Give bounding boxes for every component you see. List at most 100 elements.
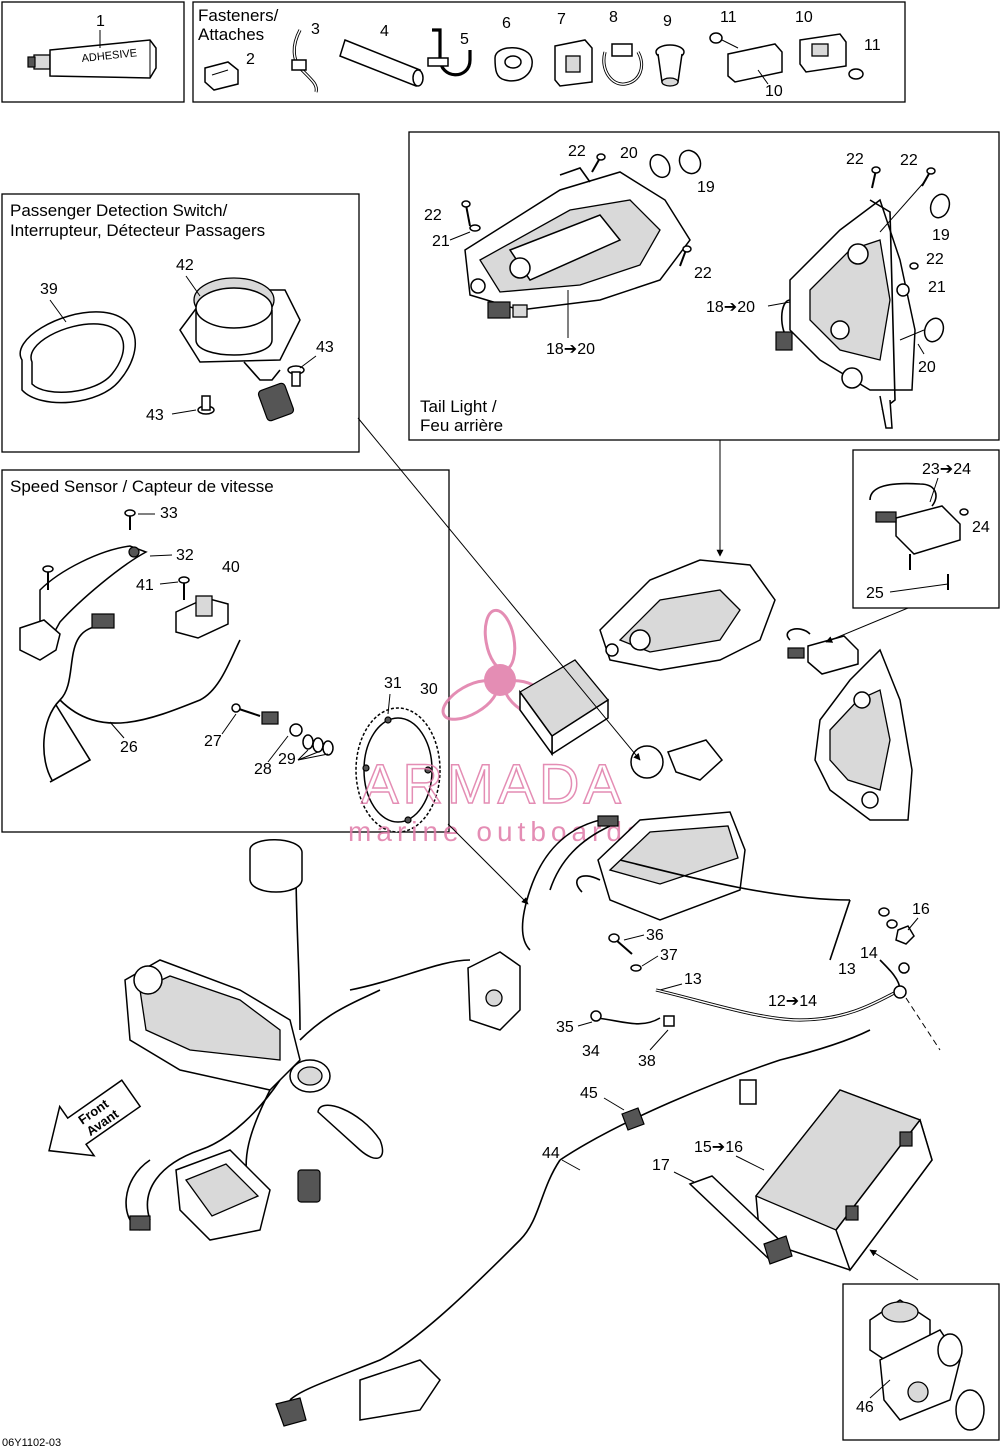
sealant-tube: ADHESIVE — [27, 39, 157, 79]
speed-sensor-title: Speed Sensor / Capteur de vitesse — [10, 477, 274, 496]
callout-42: 42 — [176, 257, 194, 274]
accessory-outlet-box — [842, 1283, 1000, 1441]
tail-light-box — [408, 131, 1000, 441]
battery-strap-17 — [688, 1175, 793, 1265]
callout-33: 33 — [160, 505, 178, 522]
callout-34: 34 — [582, 1043, 600, 1060]
throttle-sensor — [467, 951, 521, 1031]
callout-46: 46 — [856, 1399, 874, 1416]
callout-7: 7 — [557, 11, 566, 28]
clip-fastener — [204, 61, 239, 91]
passenger-title-1: Passenger Detection Switch/ — [10, 201, 228, 220]
callout-25: 25 — [866, 585, 884, 602]
callout-32: 32 — [176, 547, 194, 564]
callout-19a: 19 — [697, 179, 715, 196]
callout-10b: 10 — [795, 9, 813, 26]
leader-outlet — [869, 1249, 919, 1281]
bolt-left — [42, 565, 54, 590]
bulb-right-upper — [929, 193, 951, 219]
leader-license-light — [825, 607, 909, 643]
screw-22-e — [921, 167, 936, 187]
control-module — [519, 659, 609, 757]
screw-22-a — [591, 153, 606, 173]
callout-11a: 11 — [720, 9, 737, 26]
rivet-bolt-left — [197, 395, 215, 415]
tail-light-title-1: Tail Light / — [420, 397, 497, 416]
sensor-bracket-40 — [175, 595, 229, 639]
tie-wrap — [291, 29, 318, 93]
callout-22d: 22 — [846, 151, 864, 168]
callout-22c: 22 — [694, 265, 712, 282]
screw-27 — [231, 703, 261, 717]
main-harness — [125, 815, 871, 1427]
callout-18b: 18➔20 — [706, 299, 755, 316]
battery — [754, 1089, 933, 1272]
callout-12: 12➔14 — [768, 993, 817, 1010]
watermark-brand: ARMADA — [361, 752, 625, 815]
power-outlet-46 — [869, 1299, 985, 1431]
ground-bolt-36 — [608, 933, 642, 972]
screws-25 — [909, 554, 949, 590]
callout-36: 36 — [646, 927, 664, 944]
nut-clip — [554, 39, 593, 87]
sensor-harness-26 — [43, 613, 241, 783]
rivet-bolt-right — [287, 365, 305, 387]
callout-22a: 22 — [568, 143, 586, 160]
tail-light-housing-right — [775, 198, 916, 429]
license-light-assembled — [786, 628, 859, 675]
screw-24 — [959, 508, 969, 516]
battery-cable — [655, 959, 910, 1022]
callout-35: 35 — [556, 1019, 574, 1036]
instrument-cluster — [124, 839, 303, 1091]
bulb-socket-left — [678, 149, 702, 175]
callout-23: 23➔24 — [922, 461, 971, 478]
fuse-box-assembly — [576, 739, 746, 921]
callout-37: 37 — [660, 947, 678, 964]
callout-6: 6 — [502, 15, 511, 32]
callout-40: 40 — [222, 559, 240, 576]
passenger-switch-box — [1, 193, 360, 453]
plug-grommet — [655, 44, 685, 87]
fasteners-title-1: Fasteners/ — [198, 6, 279, 25]
tail-light-assembled-right — [814, 648, 913, 821]
bracket-plate-left — [709, 32, 783, 83]
hardware-16 — [878, 907, 915, 945]
leader-speed-sensor — [447, 823, 529, 905]
screw-22-f — [909, 262, 919, 270]
callout-38: 38 — [638, 1053, 656, 1070]
fasteners-title-2: Attaches — [198, 25, 264, 44]
callout-31: 31 — [384, 675, 402, 692]
speed-sensor-box — [1, 469, 450, 833]
callout-39: 39 — [40, 281, 58, 298]
watermark: ARMADA marine outboards — [348, 608, 646, 847]
callout-13b: 13 — [838, 961, 856, 978]
callout-30: 30 — [420, 681, 438, 698]
callout-13a: 13 — [684, 971, 702, 988]
front-direction-arrow: Front Avant — [48, 1079, 142, 1157]
trigger-wheel-30 — [355, 707, 441, 833]
callout-45: 45 — [580, 1085, 598, 1102]
watermark-tagline: marine outboards — [348, 816, 646, 847]
license-light — [869, 482, 961, 555]
callout-21a: 21 — [432, 233, 450, 250]
screw-22-b — [461, 200, 481, 232]
callout-41: 41 — [136, 577, 154, 594]
leader-passenger-switch — [357, 417, 641, 761]
speed-sensor-28 — [261, 711, 303, 737]
callout-26: 26 — [120, 739, 138, 756]
callout-43a: 43 — [316, 339, 334, 356]
callout-11b: 11 — [864, 37, 881, 54]
tube-box — [1, 1, 185, 103]
grommet-clip — [494, 47, 533, 82]
start-button — [289, 1059, 331, 1093]
callout-43b: 43 — [146, 407, 164, 424]
bulb-left — [649, 153, 671, 179]
svg-text:ADHESIVE: ADHESIVE — [81, 47, 138, 65]
tail-light-title-2: Feu arrière — [420, 416, 503, 435]
screw-22-d — [871, 166, 881, 189]
ground-cable-34 — [590, 1010, 675, 1027]
cable-clamp — [427, 28, 472, 77]
callout-27: 27 — [204, 733, 222, 750]
callout-2: 2 — [246, 51, 255, 68]
